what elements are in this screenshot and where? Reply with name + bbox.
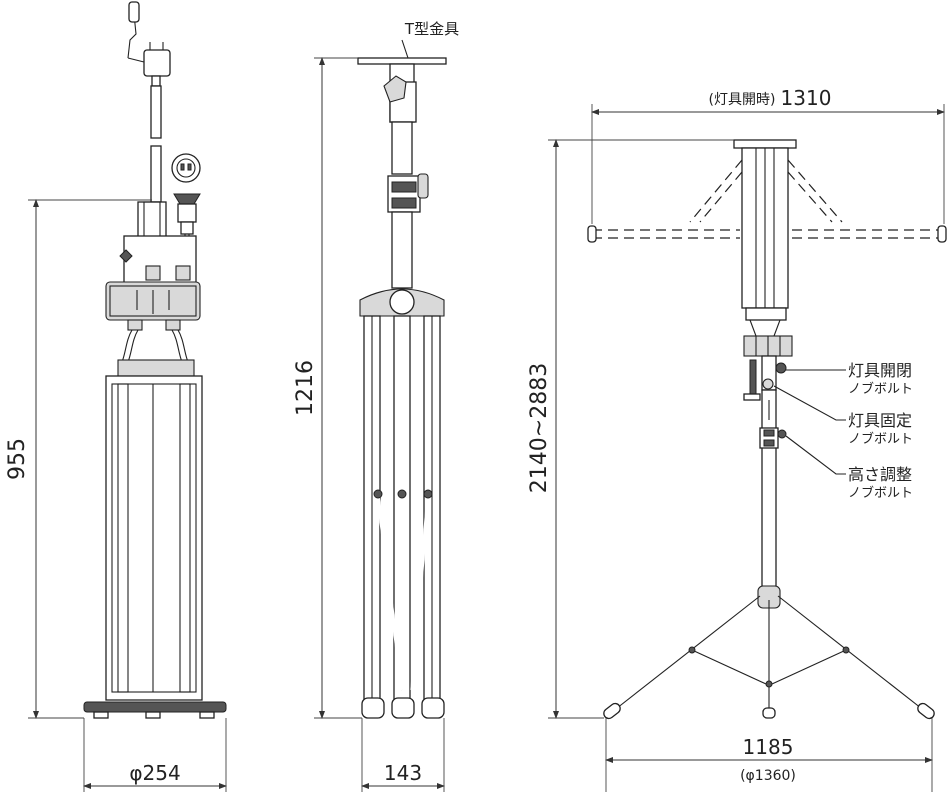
- dimension-1216: 1216: [293, 57, 362, 719]
- dimension-1185: 1185 (φ1360): [605, 718, 933, 792]
- dimension-1310: (灯具開時) 1310: [591, 86, 945, 224]
- dimension-254: φ254: [83, 718, 227, 792]
- dim-side-width: 143: [384, 761, 422, 785]
- dim-open-width: 1310: [781, 86, 832, 110]
- stored-view: [83, 1, 227, 719]
- dim-base-diameter: φ254: [129, 761, 180, 785]
- outlet-icon: [171, 153, 201, 266]
- callout-height-knob: 高さ調整 ノブボルト: [785, 435, 913, 501]
- callout-3-line2: ノブボルト: [848, 485, 913, 501]
- side-view: [357, 39, 447, 719]
- t-fitting-callout: T型金具: [404, 20, 459, 38]
- dim-leg-span: 1185: [743, 735, 794, 759]
- dim-height-range: 2140~2883: [527, 363, 552, 493]
- dim-open-note: (灯具開時): [709, 92, 776, 108]
- callout-1-line2: ノブボルト: [848, 381, 913, 397]
- callout-2-line2: ノブボルト: [848, 431, 913, 447]
- dim-leg-span-circle: (φ1360): [740, 768, 796, 784]
- deployed-view: [587, 139, 947, 720]
- dim-side-height: 1216: [293, 360, 318, 416]
- callout-lamp-open-knob: 灯具開閉 ノブボルト: [786, 361, 913, 397]
- label-t-fitting: T型金具: [404, 20, 459, 38]
- dimension-143: 143: [361, 718, 445, 792]
- dimension-height-range: 2140~2883: [527, 139, 734, 719]
- dim-base-height: 955: [5, 438, 30, 480]
- callout-1-line1: 灯具開閉: [848, 361, 912, 380]
- callout-lamp-fix-knob: 灯具固定 ノブボルト: [773, 385, 913, 447]
- dimension-955: 955: [5, 199, 152, 719]
- callout-2-line1: 灯具固定: [848, 411, 912, 430]
- power-plug-icon: [127, 1, 171, 203]
- callout-3-line1: 高さ調整: [848, 465, 912, 484]
